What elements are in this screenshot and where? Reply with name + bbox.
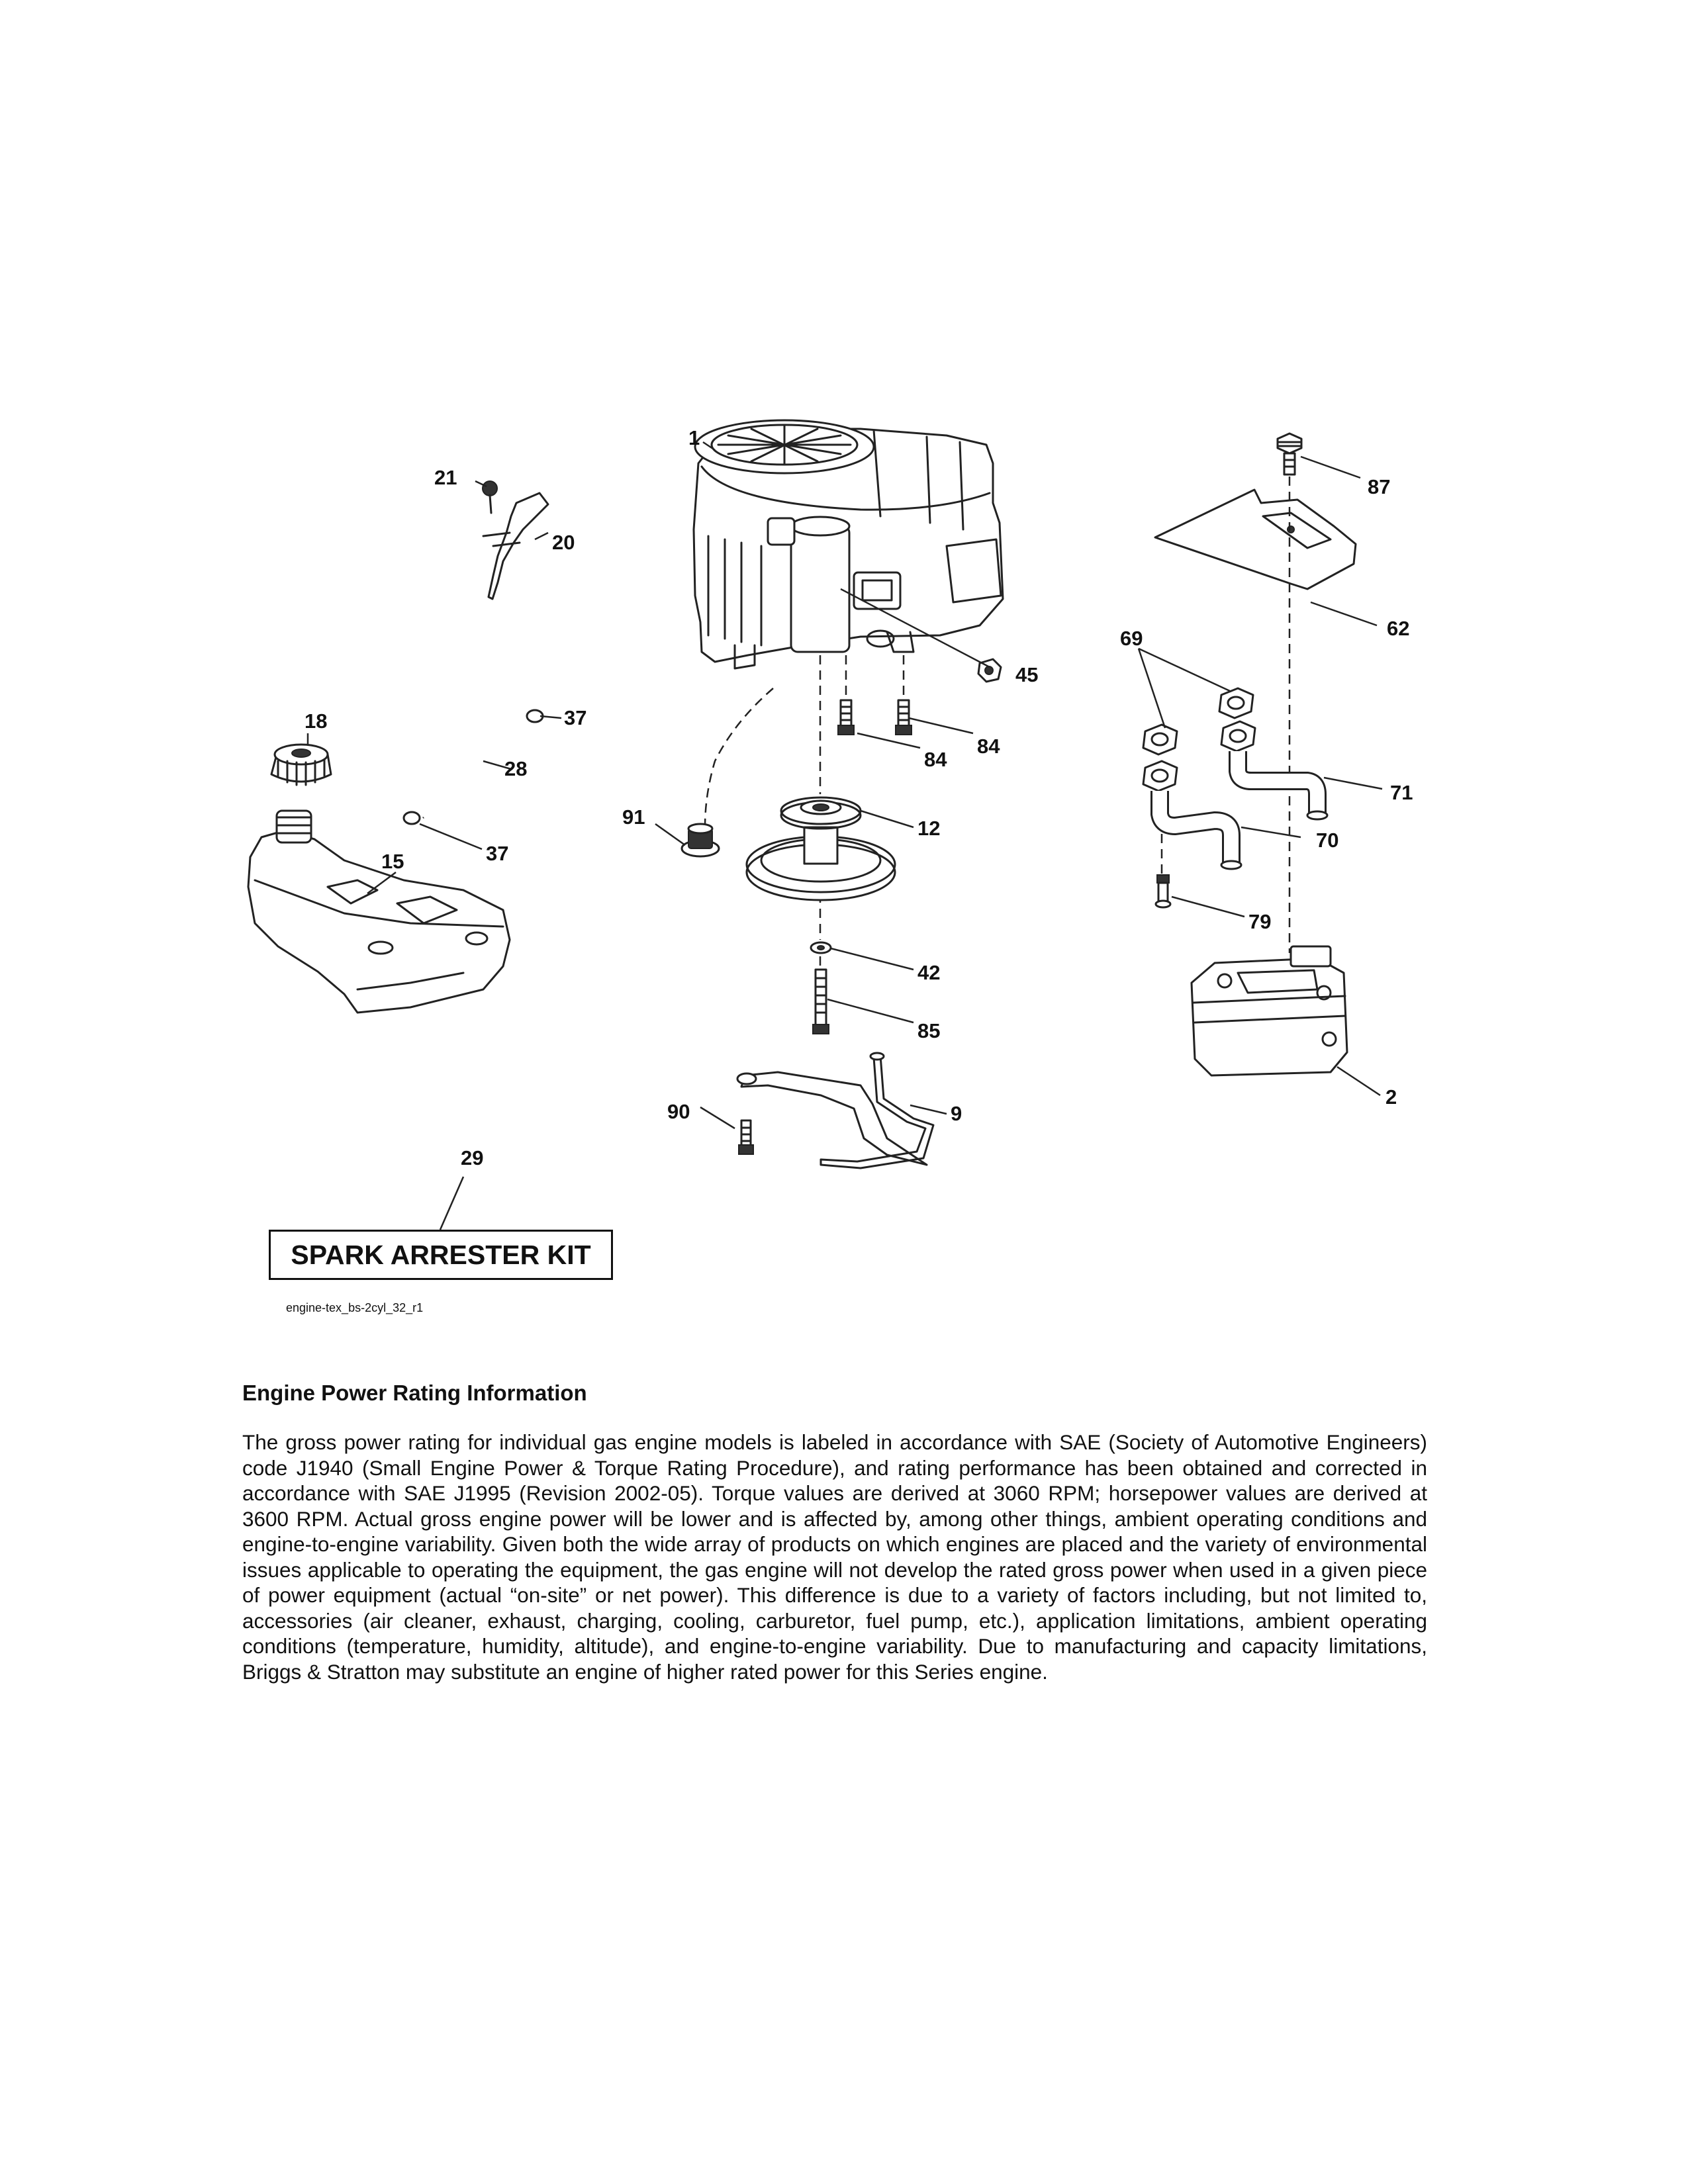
callout-79: 79 [1248,910,1271,933]
info-heading: Engine Power Rating Information [242,1381,587,1405]
belt-guide-part [736,1052,935,1169]
callout-85: 85 [917,1019,940,1042]
callout-20: 20 [552,531,575,554]
dipstick-tube-part [482,480,549,600]
pulley-bolt-part [810,941,832,1034]
callout-12: 12 [917,817,940,840]
callout-15: 15 [381,850,404,873]
engine-part [692,419,1004,670]
fitting-part [680,688,774,858]
callout-45: 45 [1015,663,1038,686]
info-body: The gross power rating for individual ga… [242,1430,1427,1684]
muffler-part [1190,945,1348,1077]
callout-2: 2 [1385,1085,1397,1109]
callout-91: 91 [622,805,645,829]
muffler-bolt-part [1154,874,1172,909]
callout-1: 1 [688,426,700,449]
parts-diagram: 1 2 9 12 15 18 20 21 28 29 37 37 42 45 6… [247,419,1413,1230]
callout-21: 21 [434,466,457,489]
fuel-tank-part [247,809,511,1014]
spark-arrester-kit-label: SPARK ARRESTER KIT [269,1230,613,1280]
exhaust-pipe-part [1150,751,1329,874]
callout-69: 69 [1120,627,1143,650]
callout-90: 90 [667,1100,690,1123]
callout-84-left: 84 [924,748,947,771]
exhaust-gasket-part [1142,687,1256,792]
callout-37-top: 37 [564,706,586,729]
heat-shield-part [1154,432,1357,953]
engine-bolt-part [837,655,912,735]
callout-29: 29 [461,1146,483,1169]
callout-71: 71 [1390,781,1413,804]
callout-70: 70 [1316,829,1338,852]
leader-lines [306,441,1383,1230]
callout-18: 18 [305,709,327,733]
callout-9: 9 [951,1102,962,1125]
callout-37-bottom: 37 [486,842,508,865]
callout-28: 28 [504,757,527,780]
nut-part [977,658,1002,683]
callout-84-right: 84 [977,735,1000,758]
diagram-id: engine-tex_bs-2cyl_32_r1 [286,1301,424,1314]
fuel-cap-part [270,743,332,786]
callout-labels: 1 2 9 12 15 18 20 21 28 29 37 37 42 45 6… [305,426,1413,1169]
callout-62: 62 [1387,617,1409,640]
callout-42: 42 [917,961,940,984]
callout-87: 87 [1368,475,1390,498]
pulley-part [745,796,896,901]
